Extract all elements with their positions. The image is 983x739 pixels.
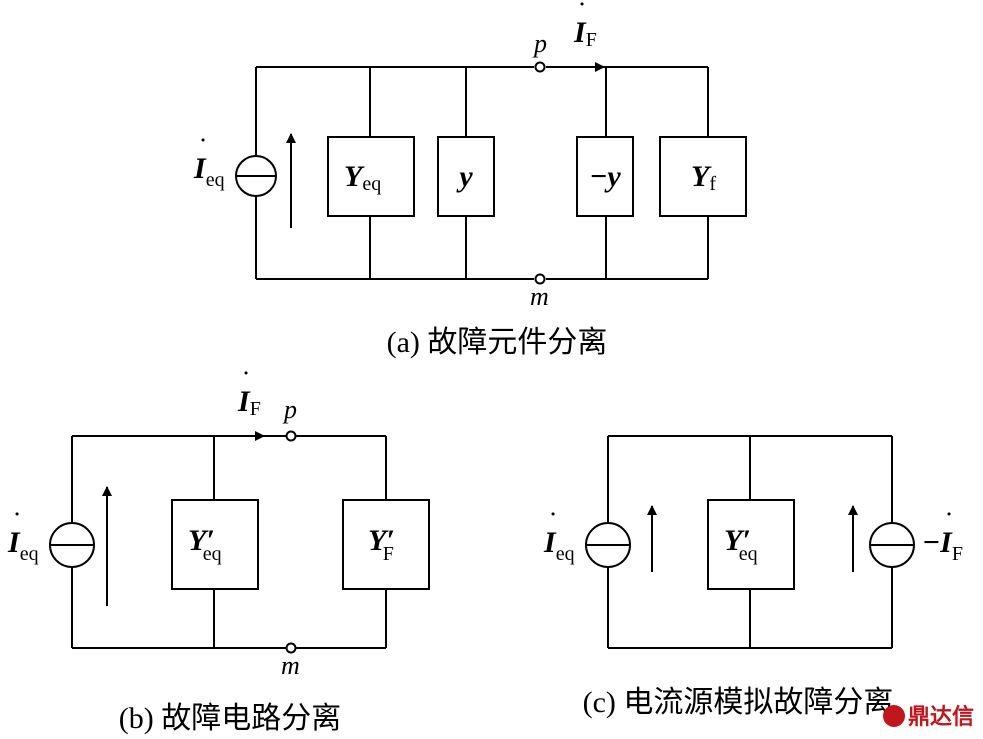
caption-c: (c) 电流源模拟故障分离 [583,686,894,719]
dot-current-b: ˙ [241,365,251,398]
diagram-c: Y′eq Ieq ˙ −IF ˙ (c) 电流源模拟故障分离 [543,435,963,719]
box-yeq-b [171,499,259,590]
label-source-c-right: −IF [922,526,963,565]
label-current-b: IF [237,385,261,420]
label-current-a: IF [573,16,597,51]
box-yeq-c [707,499,795,590]
node-m-b [285,642,297,654]
box-yeq-a [327,136,415,217]
label-box2-b: Y′F [368,524,395,565]
label-node-m-a: m [530,282,549,311]
dot-source-a: ˙ [198,132,208,165]
label-yeq-a: Yeq [344,160,381,195]
watermark-logo: 鼎达信 [883,704,974,730]
label-yf-a: Yf [691,160,716,195]
box-yf-a [659,136,747,217]
dot-source-c-right: ˙ [944,506,954,539]
label-source-c-left: Ieq [543,526,575,565]
label-source-b: Ieq [7,526,39,565]
label-y-a: y [456,160,473,193]
box-yf-b [342,499,430,590]
box-y-a [437,136,495,217]
label-node-m-b: m [281,651,300,680]
diagram-b: Y′eq Y′F Ieq ˙ IF ˙ p m (b) 故障电路分离 [7,365,430,735]
label-node-p-a: p [532,29,547,58]
dot-current-a: ˙ [577,0,587,29]
label-box1-b: Y′eq [188,524,222,565]
node-m-a [534,273,546,285]
caption-b: (b) 故障电路分离 [119,702,341,735]
dot-source-b: ˙ [12,506,22,539]
diagram-a: Yeq y −y Yf Ieq ˙ IF ˙ p m (a) 故障元件分离 [193,0,747,359]
watermark-icon [883,705,905,727]
caption-a: (a) 故障元件分离 [387,326,608,359]
label-box-c: Y′eq [724,524,758,565]
label-negy-a: −y [589,160,621,193]
label-source-a: Ieq [193,152,225,191]
node-p-a [534,61,546,73]
node-p-b [285,430,297,442]
watermark-text: 鼎达信 [908,704,974,730]
dot-source-c-left: ˙ [548,506,558,539]
label-node-p-b: p [282,395,297,424]
box-negy-a [576,136,634,217]
